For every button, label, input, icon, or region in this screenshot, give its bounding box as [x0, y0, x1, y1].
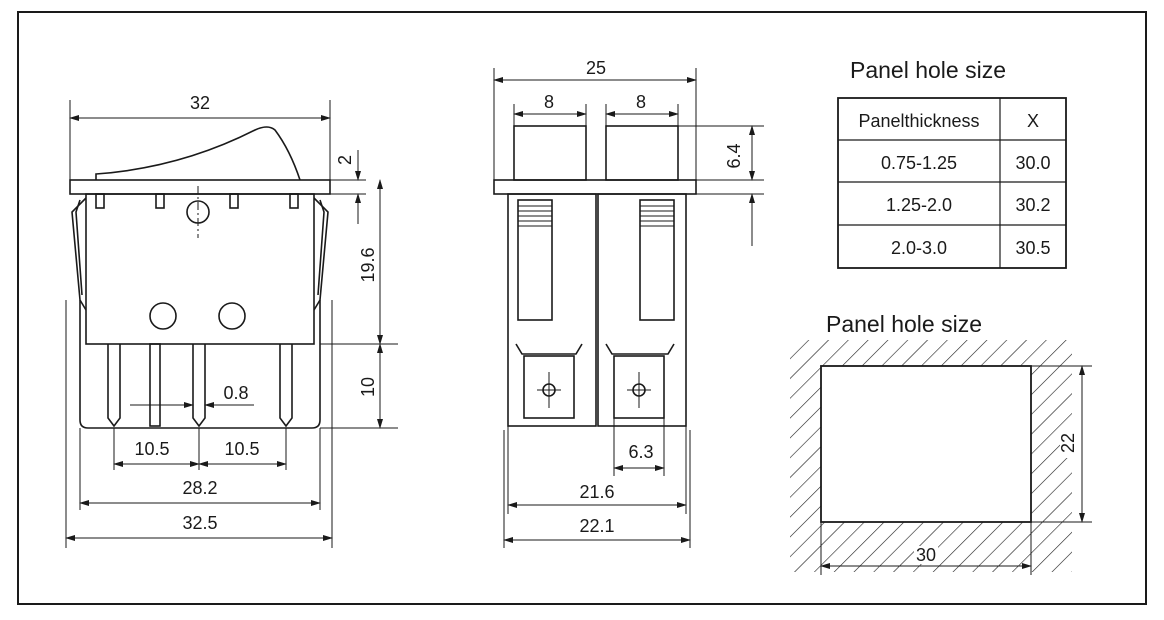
dim-overall-width: 32.5: [182, 513, 217, 533]
cutout-opening: [820, 365, 1032, 523]
table-cell: 30.2: [1015, 195, 1050, 215]
slot-right: [639, 199, 675, 321]
rocker-button: [95, 126, 301, 181]
dim-side-body: 21.6: [579, 482, 614, 502]
table-header-thickness: Panelthickness: [858, 111, 979, 131]
dim-pitch-left: 10.5: [134, 439, 169, 459]
dim-cutout-width: 30: [916, 545, 936, 565]
front-body: [85, 193, 315, 345]
side-center-lines: [537, 372, 651, 408]
table-cell: 2.0-3.0: [891, 238, 947, 258]
table-cell: 0.75-1.25: [881, 153, 957, 173]
dim-width-top: 32: [190, 93, 210, 113]
side-dimensions: [493, 68, 764, 548]
tab: [155, 193, 165, 209]
dim-terminal-width: 6.3: [628, 442, 653, 462]
dim-body-width: 28.2: [182, 478, 217, 498]
rivet-circle: [218, 302, 246, 330]
side-view: [493, 125, 697, 427]
cap-right: [605, 125, 679, 181]
dim-side-overall: 25: [586, 58, 606, 78]
dim-cap-right: 8: [636, 92, 646, 112]
body-left: [507, 193, 597, 427]
shoulder-right: [605, 343, 675, 355]
drawing-border: [17, 11, 1147, 605]
terminal: [149, 343, 161, 427]
front-dimensions: [65, 100, 398, 548]
dim-side-bottom: 22.1: [579, 516, 614, 536]
dim-terminal-thickness: 0.8: [223, 383, 248, 403]
left-latch-inner: [75, 199, 83, 296]
shoulder-left: [515, 343, 583, 355]
body-right: [597, 193, 687, 427]
dim-terminal-length: 10: [358, 377, 378, 397]
table-cell: 30.0: [1015, 153, 1050, 173]
cutout-dimensions: [820, 365, 1092, 575]
dim-cap-left: 8: [544, 92, 554, 112]
table-header-x: X: [1027, 111, 1039, 131]
terminal-right: [613, 355, 665, 419]
terminal: [279, 344, 293, 428]
front-skirt: [79, 300, 321, 429]
tab: [95, 193, 105, 209]
tab: [289, 193, 299, 209]
dim-rocker-height: 2: [335, 155, 355, 165]
dim-cutout-height: 22: [1058, 433, 1078, 453]
side-bezel: [493, 179, 697, 195]
right-latch-inner: [317, 199, 325, 296]
slot-left: [517, 199, 553, 321]
panel-table-title: Panel hole size: [850, 57, 1006, 83]
table-cell: 30.5: [1015, 238, 1050, 258]
terminal: [192, 344, 206, 428]
front-bezel: [69, 179, 331, 195]
cap-left: [513, 125, 587, 181]
dim-body-height: 19.6: [358, 247, 378, 282]
label-mask: [1060, 428, 1076, 458]
front-view: [69, 126, 331, 429]
panel-table: [837, 97, 1067, 269]
tab: [229, 193, 239, 209]
terminal-left: [523, 355, 575, 419]
table-cell: 1.25-2.0: [886, 195, 952, 215]
dim-cap-height: 6.4: [724, 143, 744, 168]
panel-cutout-title: Panel hole size: [826, 311, 982, 337]
label-mask: [914, 546, 938, 564]
panel-cutout: [790, 340, 1072, 572]
dim-pitch-right: 10.5: [224, 439, 259, 459]
terminal: [107, 344, 121, 428]
rivet-circle: [149, 302, 177, 330]
